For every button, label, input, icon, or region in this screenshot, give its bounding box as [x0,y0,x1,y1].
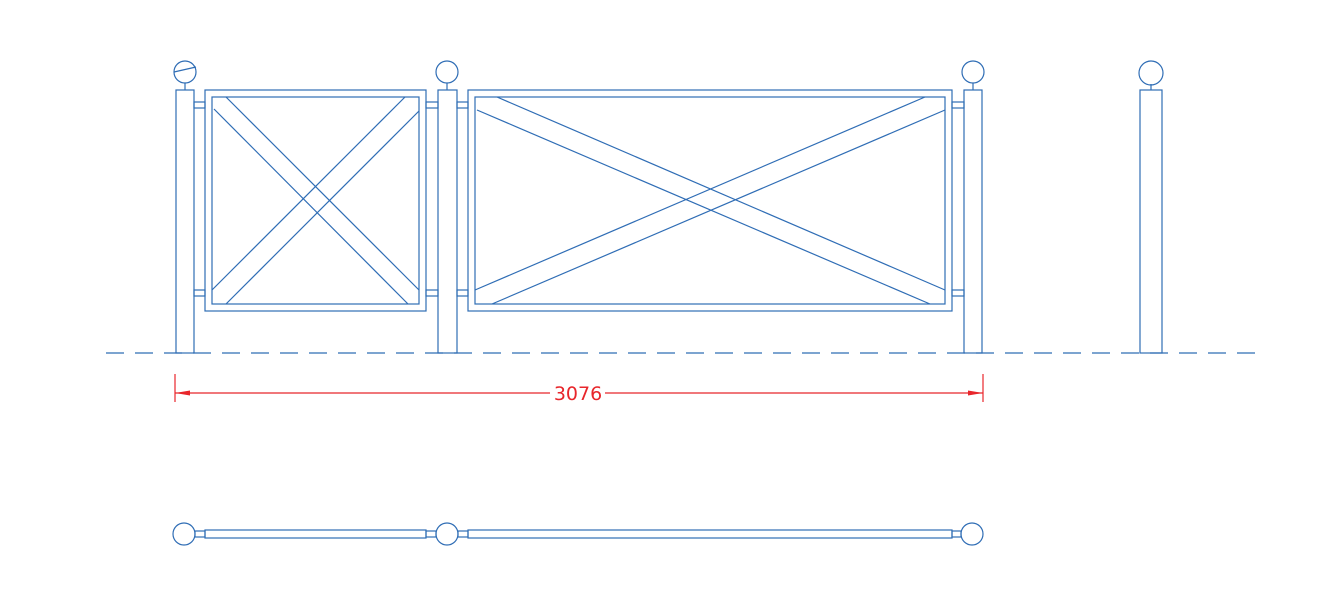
plan-post-1 [172,522,196,546]
post-3 [961,60,985,354]
dimension-arrow-right [968,390,983,396]
front-elevation [106,60,1258,354]
post-2 [435,60,459,354]
plan-panel-left [204,529,427,539]
plan-post-2 [435,522,459,546]
overall-length-dimension: 3076 [174,374,984,405]
plan-panel-right [467,529,953,539]
post-cap-ball [961,60,985,84]
dimension-arrow-left [175,390,190,396]
left-panel [204,89,427,312]
right-panel [467,89,953,312]
post-1 [173,60,197,354]
plan-post-3 [960,522,984,546]
post-cap-ball [1138,60,1164,86]
post-cap-ball [435,60,459,84]
side-view-post [1138,60,1164,354]
dimension-value: 3076 [554,383,602,405]
post-cap-ball [173,60,197,84]
plan-view [172,522,984,546]
